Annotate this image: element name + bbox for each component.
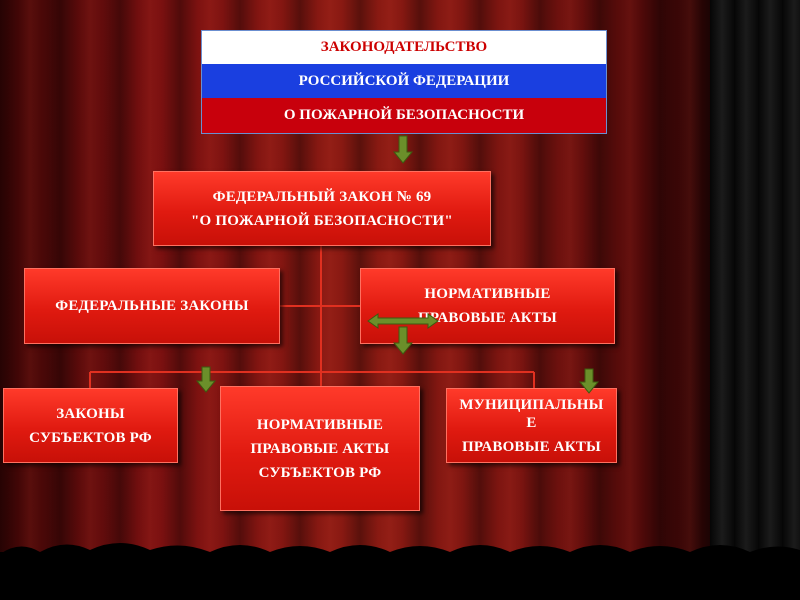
subject-acts-line2: ПРАВОВЫЕ АКТЫ	[250, 440, 390, 457]
municipal-acts-line2: Е	[526, 414, 537, 431]
subject-laws-box: ЗАКОНЫ СУБЪЕКТОВ РФ	[3, 388, 178, 463]
federal-laws-label: ФЕДЕРАЛЬНЫЕ ЗАКОНЫ	[55, 298, 249, 314]
subject-acts-line1: НОРМАТИВНЫЕ	[256, 416, 384, 433]
stage-floor	[0, 543, 800, 600]
federal-law-subtitle: "О ПОЖАРНОЙ БЕЗОПАСНОСТИ"	[191, 212, 453, 229]
flag-line-2: РОССИЙСКОЙ ФЕДЕРАЦИИ	[202, 64, 606, 98]
federal-law-69-box: ФЕДЕРАЛЬНЫЙ ЗАКОН № 69 "О ПОЖАРНОЙ БЕЗОП…	[153, 171, 491, 246]
flag-line-3: О ПОЖАРНОЙ БЕЗОПАСНОСТИ	[202, 98, 606, 133]
federal-laws-box: ФЕДЕРАЛЬНЫЕ ЗАКОНЫ	[24, 268, 280, 344]
subject-acts-line3: СУБЪЕКТОВ РФ	[258, 464, 382, 481]
down-arrow-icon	[578, 368, 600, 394]
down-arrow-icon	[195, 366, 217, 393]
legislation-flag-block: ЗАКОНОДАТЕЛЬСТВО РОССИЙСКОЙ ФЕДЕРАЦИИ О …	[201, 30, 607, 134]
municipal-acts-box: МУНИЦИПАЛЬНЫ Е ПРАВОВЫЕ АКТЫ	[446, 388, 617, 463]
subject-laws-line1: ЗАКОНЫ	[56, 405, 125, 422]
normative-acts-line2: ПРАВОВЫЕ АКТЫ	[418, 310, 557, 326]
curtain-right	[710, 0, 800, 600]
municipal-acts-line1: МУНИЦИПАЛЬНЫ	[459, 396, 604, 413]
subject-acts-box: НОРМАТИВНЫЕ ПРАВОВЫЕ АКТЫ СУБЪЕКТОВ РФ	[220, 386, 420, 511]
left-right-arrow-icon	[367, 313, 439, 329]
normative-acts-line1: НОРМАТИВНЫЕ	[424, 286, 551, 302]
normative-acts-box: НОРМАТИВНЫЕ ПРАВОВЫЕ АКТЫ	[360, 268, 615, 344]
federal-law-title: ФЕДЕРАЛЬНЫЙ ЗАКОН № 69	[212, 188, 432, 205]
municipal-acts-line3: ПРАВОВЫЕ АКТЫ	[462, 438, 601, 455]
flag-line-1: ЗАКОНОДАТЕЛЬСТВО	[202, 31, 606, 64]
down-arrow-icon	[392, 135, 414, 164]
subject-laws-line2: СУБЪЕКТОВ РФ	[29, 429, 152, 446]
down-arrow-icon	[392, 326, 414, 355]
